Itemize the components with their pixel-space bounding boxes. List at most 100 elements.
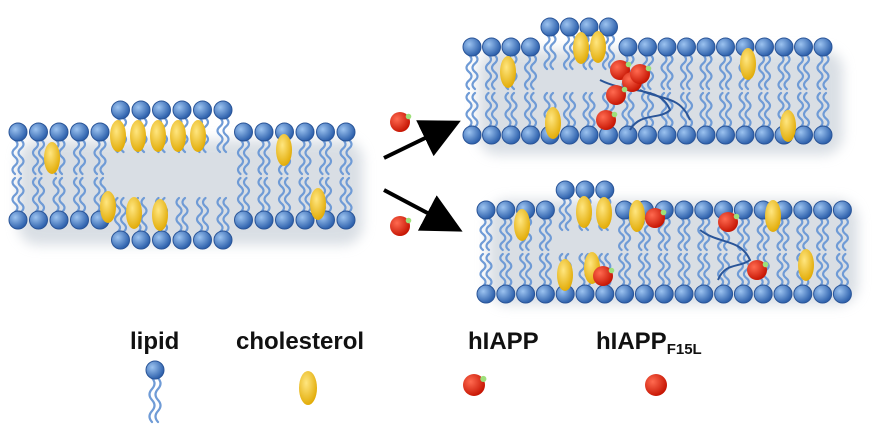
lipid-head	[501, 125, 521, 145]
lipid-head	[813, 284, 833, 304]
hiapp-peptide	[390, 112, 410, 132]
lipid-head	[496, 284, 516, 304]
lipid-tail	[699, 91, 707, 129]
lipid-tail	[304, 138, 312, 176]
lipid-tail	[822, 91, 830, 129]
lipid-head	[521, 125, 540, 145]
lipid-tail	[201, 196, 210, 234]
lipid-tail	[736, 216, 744, 252]
lipid-head	[145, 360, 165, 380]
lipid-tail	[677, 216, 685, 252]
lipid-tail	[618, 252, 626, 288]
cholesterol-molecule	[310, 188, 326, 220]
hiapp-peptide	[606, 85, 626, 105]
lipid-tail	[263, 176, 271, 214]
lipid-tail	[796, 91, 805, 129]
lipid-head	[521, 37, 540, 57]
lipid-tail	[744, 91, 752, 129]
membrane-initial	[8, 100, 356, 250]
lipid-tail	[195, 196, 204, 234]
lipid-head	[70, 122, 89, 142]
lipid-head	[674, 200, 694, 220]
lipid-head	[813, 37, 833, 57]
lipid-head	[794, 37, 813, 57]
lipid-tail	[31, 176, 40, 214]
lipid-head	[615, 284, 635, 304]
lipid-head	[575, 284, 595, 304]
lipid-tail	[345, 138, 353, 176]
lipid-tail	[657, 252, 665, 288]
lipid-tail	[465, 53, 473, 91]
lipid-tail	[154, 376, 162, 424]
lipid-tail	[640, 91, 649, 129]
lipid-tail	[471, 53, 479, 91]
lipid-head	[213, 230, 233, 250]
lipid-head	[516, 284, 536, 304]
cholesterol-molecule	[629, 200, 645, 232]
legend-label-hiapp: hIAPP	[468, 328, 539, 355]
peptide-tag	[608, 267, 615, 274]
hiapp-peptide	[463, 374, 485, 396]
lipid-tail	[479, 216, 487, 252]
lipid-tail	[802, 91, 811, 129]
lipid-tail	[148, 376, 156, 424]
cholesterol-molecule	[798, 249, 814, 281]
lipid-tail	[607, 33, 616, 71]
lipid-tail	[783, 53, 791, 91]
lipid-tail	[78, 138, 87, 176]
peptide-tag	[405, 217, 412, 224]
lipid-head	[753, 284, 773, 304]
lipid-tail	[99, 138, 107, 176]
cholesterol-molecule	[299, 371, 317, 405]
lipid-tail	[697, 216, 705, 252]
lipid-head	[832, 200, 852, 220]
lipid-tail	[499, 216, 507, 252]
lipid-head	[193, 100, 212, 120]
lipid-head	[657, 125, 677, 145]
lipid-tail	[318, 138, 327, 176]
lipid-tail	[298, 138, 306, 176]
lipid-tail	[703, 252, 711, 288]
cholesterol-molecule	[596, 197, 612, 229]
lipid-head	[657, 37, 677, 57]
lipid-tail	[646, 53, 655, 91]
lipid-tail	[31, 138, 40, 176]
lipid-tail	[519, 252, 527, 288]
lipid-tail	[683, 252, 691, 288]
lipid-tail	[718, 91, 727, 129]
lipid-head	[638, 37, 657, 57]
lipid-head	[501, 37, 521, 57]
lipid-tail	[816, 53, 824, 91]
hiapp-peptide	[747, 260, 767, 280]
lipid-tail	[529, 53, 538, 91]
lipid-tail	[544, 252, 552, 288]
lipid-tail	[558, 196, 566, 232]
lipid-head	[234, 122, 253, 142]
lipid-head	[774, 37, 794, 57]
lipid-tail	[72, 138, 81, 176]
peptide-tag	[733, 213, 740, 220]
lipid-tail	[242, 138, 251, 176]
cholesterol-molecule	[500, 56, 516, 88]
lipid-tail	[763, 53, 772, 91]
lipid-head	[773, 284, 793, 304]
lipid-tail	[181, 196, 189, 234]
lipid-head	[716, 125, 735, 145]
lipid-head	[677, 125, 696, 145]
hiapp-peptide	[596, 110, 616, 130]
lipid-tail	[17, 176, 25, 214]
lipid-head	[29, 210, 48, 230]
cholesterol-molecule	[573, 32, 589, 64]
lipid-head	[733, 284, 753, 304]
lipid-tail	[624, 252, 632, 288]
lipid-head	[336, 122, 356, 142]
lipid-tail	[736, 252, 744, 288]
lipid-tail	[568, 91, 577, 129]
lipid-head	[694, 284, 714, 304]
lipid-tail	[485, 216, 493, 252]
lipid-tail	[485, 252, 493, 288]
arrow-to-hiapp-membrane	[383, 120, 461, 160]
cholesterol-molecule	[740, 48, 756, 80]
lipid-tail	[782, 216, 790, 252]
lipid-head	[234, 210, 253, 230]
